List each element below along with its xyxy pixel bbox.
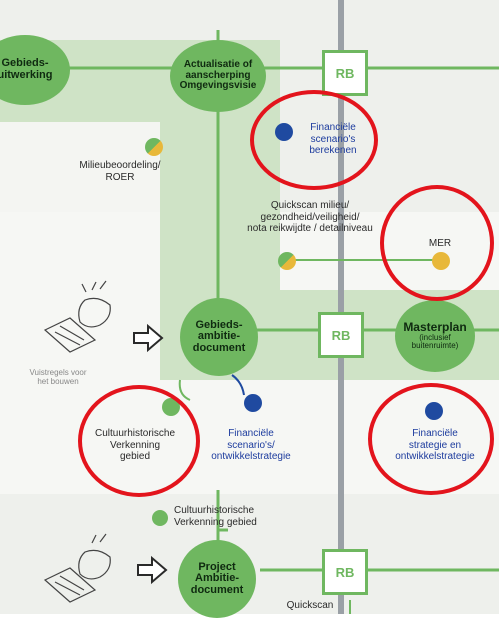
label-financiele-ontwikkel: Financiële scenario's/ ontwikkelstrategi…	[211, 428, 291, 462]
node-actualisatie-label: Actualisatie of aanscherping Omgevingsvi…	[179, 59, 257, 92]
green-yellow-dot-milieubeoordeling	[145, 138, 163, 156]
rb-box-top: RB	[322, 50, 368, 96]
rb-box-middle: RB	[318, 312, 364, 358]
label-quickscan-2: Quickscan	[286, 600, 334, 611]
white-inset	[0, 122, 160, 212]
label-cultuurhistorische-2: Cultuurhistorische Verkenning gebied	[174, 505, 257, 528]
node-projectambitie: Project Ambitie- document	[178, 540, 256, 618]
node-masterplan: Masterplan (inclusief buitenruimte)	[395, 300, 475, 372]
vertical-timeline-line	[338, 0, 344, 614]
highlight-ring-financiele-scenarios	[250, 90, 378, 190]
node-gebiedsuitwerking: Gebieds- uitwerking	[0, 35, 70, 105]
node-masterplan-label: Masterplan	[403, 320, 467, 335]
label-vuistregels: Vuistregels voor het bouwen	[29, 368, 87, 387]
highlight-ring-financiele-strategie	[368, 383, 494, 495]
node-projectambitie-label: Project Ambitie- document	[190, 560, 244, 596]
rb-box-bottom: RB	[322, 549, 368, 595]
node-gebiedsambitie-label: Gebieds- ambitie- document	[192, 318, 246, 354]
node-masterplan-sublabel: (inclusief buitenruimte)	[411, 332, 459, 351]
green-dot-cultuurhistorische-2	[152, 510, 168, 526]
node-actualisatie: Actualisatie of aanscherping Omgevingsvi…	[170, 40, 266, 112]
highlight-ring-cultuurhistorische	[78, 385, 200, 497]
node-gebiedsambitie: Gebieds- ambitie- document	[180, 298, 258, 376]
blue-dot-financiele-ontwikkel	[244, 394, 262, 412]
green-yellow-dot-quickscan	[278, 252, 296, 270]
label-quickscan: Quickscan milieu/ gezondheid/veiligheid/…	[247, 200, 373, 234]
node-gebiedsuitwerking-label: Gebieds- uitwerking	[0, 57, 53, 81]
highlight-ring-mer	[380, 185, 494, 301]
label-milieubeoordeling: Milieubeoordeling/ ROER	[79, 160, 161, 183]
